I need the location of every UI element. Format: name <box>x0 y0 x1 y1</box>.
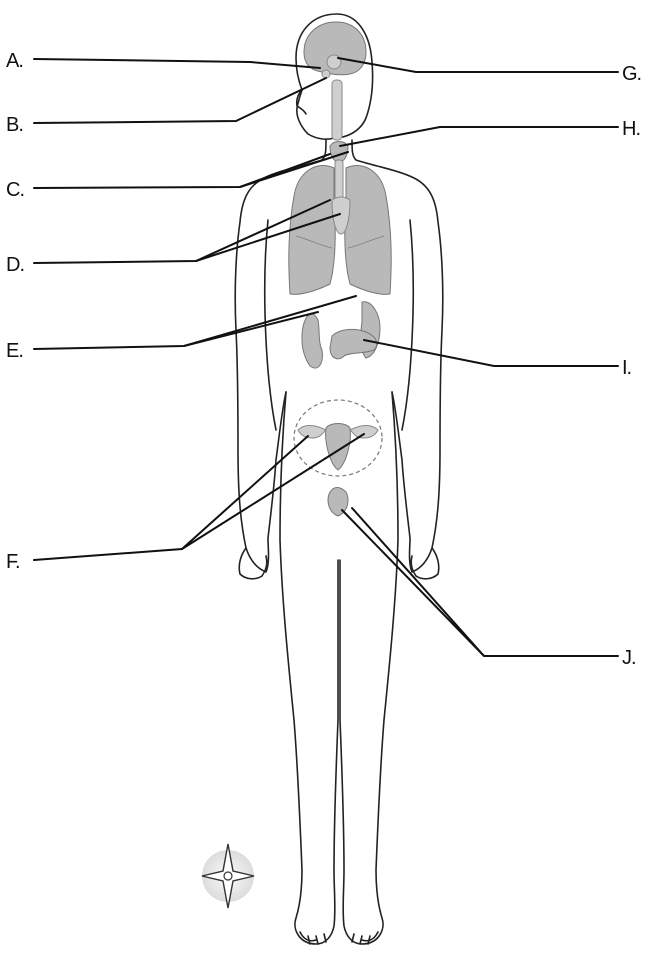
trachea <box>335 160 343 200</box>
leader-line-h <box>340 127 618 146</box>
label-b: B. <box>6 114 23 136</box>
left-kidney <box>302 314 322 368</box>
label-a: A. <box>6 50 23 72</box>
left-fallopian-tube <box>298 426 326 439</box>
right-arm-inner <box>402 220 413 430</box>
leader-line-b <box>34 78 326 123</box>
leader-line-a <box>34 59 320 68</box>
leader-line-c <box>34 154 330 188</box>
leader-line-e-2 <box>184 312 318 346</box>
right-hand <box>411 548 439 579</box>
hypothalamus <box>327 55 341 69</box>
label-j: J. <box>622 647 636 669</box>
left-lung <box>289 166 335 295</box>
compass-star-icon <box>202 844 254 908</box>
labels: A. B. C. D. E. F. G. H. I. J. <box>6 50 641 669</box>
label-c: C. <box>6 179 24 201</box>
leader-line-i <box>364 340 618 366</box>
leader-line-j <box>342 510 618 656</box>
label-h: H. <box>622 118 640 140</box>
label-i: I. <box>622 357 631 379</box>
pituitary-gland <box>322 70 330 78</box>
label-e: E. <box>6 340 23 362</box>
organs <box>289 22 391 516</box>
spinal-column <box>332 80 342 140</box>
uterus <box>326 424 351 471</box>
left-hand <box>239 548 267 579</box>
leader-line-f <box>34 436 308 560</box>
right-lung <box>345 166 391 295</box>
right-fallopian-tube <box>350 426 378 439</box>
label-f: F. <box>6 551 20 573</box>
label-g: G. <box>622 63 641 85</box>
right-leg <box>340 392 398 944</box>
label-d: D. <box>6 254 24 276</box>
leader-line-j-2 <box>352 508 484 656</box>
leader-line-g <box>338 58 618 72</box>
